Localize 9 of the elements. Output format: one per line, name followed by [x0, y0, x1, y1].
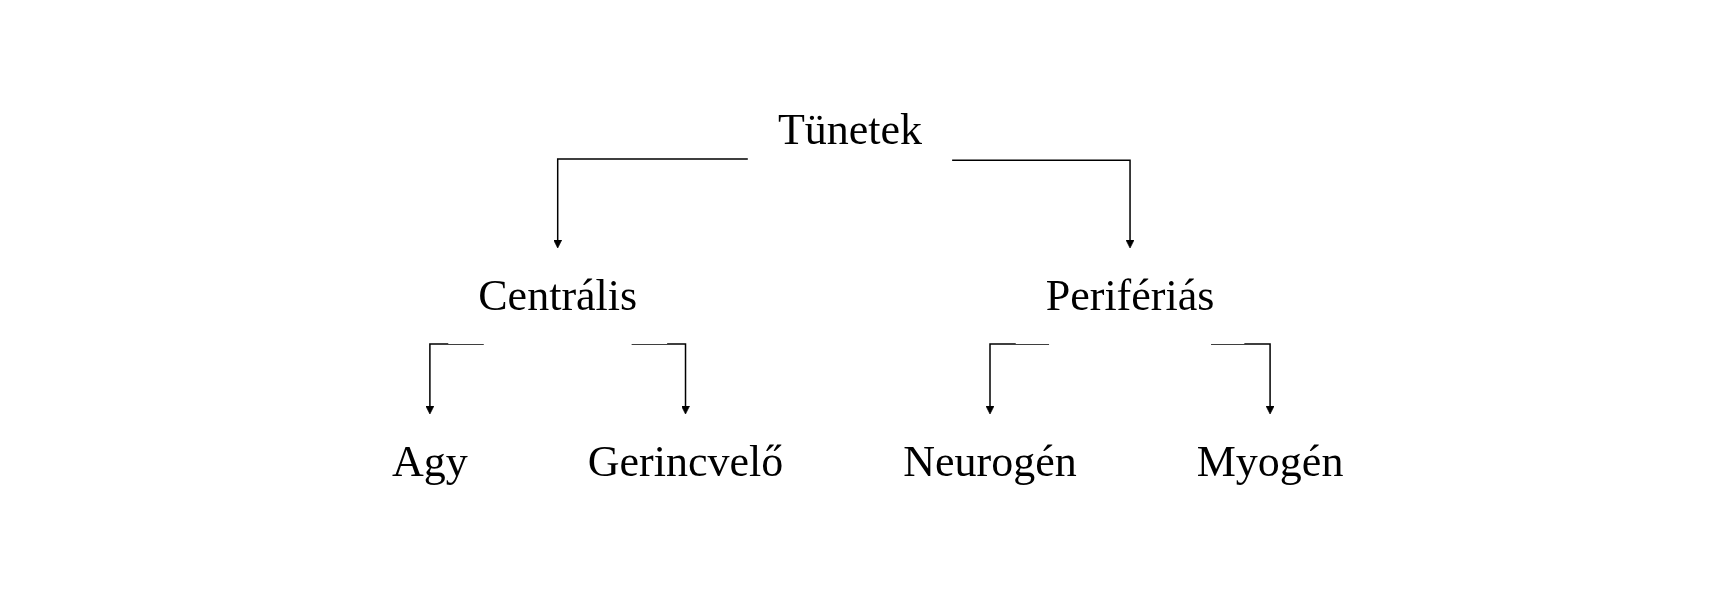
arrow	[951, 159, 1135, 249]
arrow	[553, 158, 749, 249]
node-text: Gerincvelő	[587, 437, 784, 486]
node-text: Tünetek	[777, 105, 922, 154]
node-text: Perifériás	[1045, 271, 1215, 320]
node-text: Agy	[391, 437, 468, 486]
node-text: Centrális	[478, 271, 637, 320]
node-text: Neurogén	[903, 437, 1077, 486]
node-text: Myogén	[1196, 437, 1344, 486]
